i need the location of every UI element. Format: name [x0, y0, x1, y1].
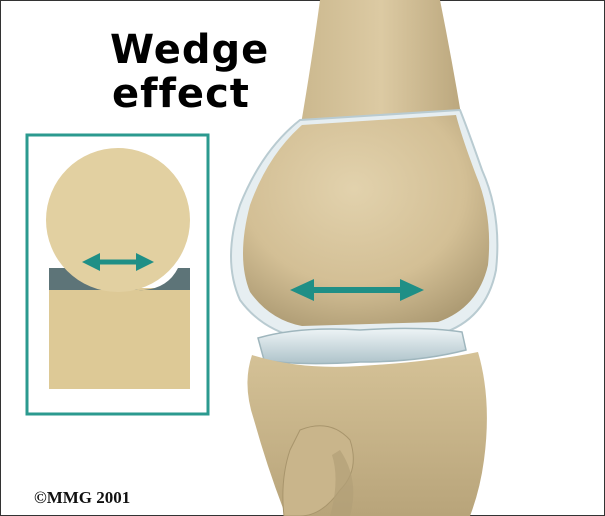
copyright-notice: ©MMG 2001 — [34, 488, 130, 508]
title-line-1: Wedge — [110, 30, 269, 70]
inset-block — [49, 288, 190, 389]
title-line-2: effect — [112, 74, 250, 114]
inset-circle — [46, 148, 190, 292]
meniscus — [258, 328, 466, 363]
